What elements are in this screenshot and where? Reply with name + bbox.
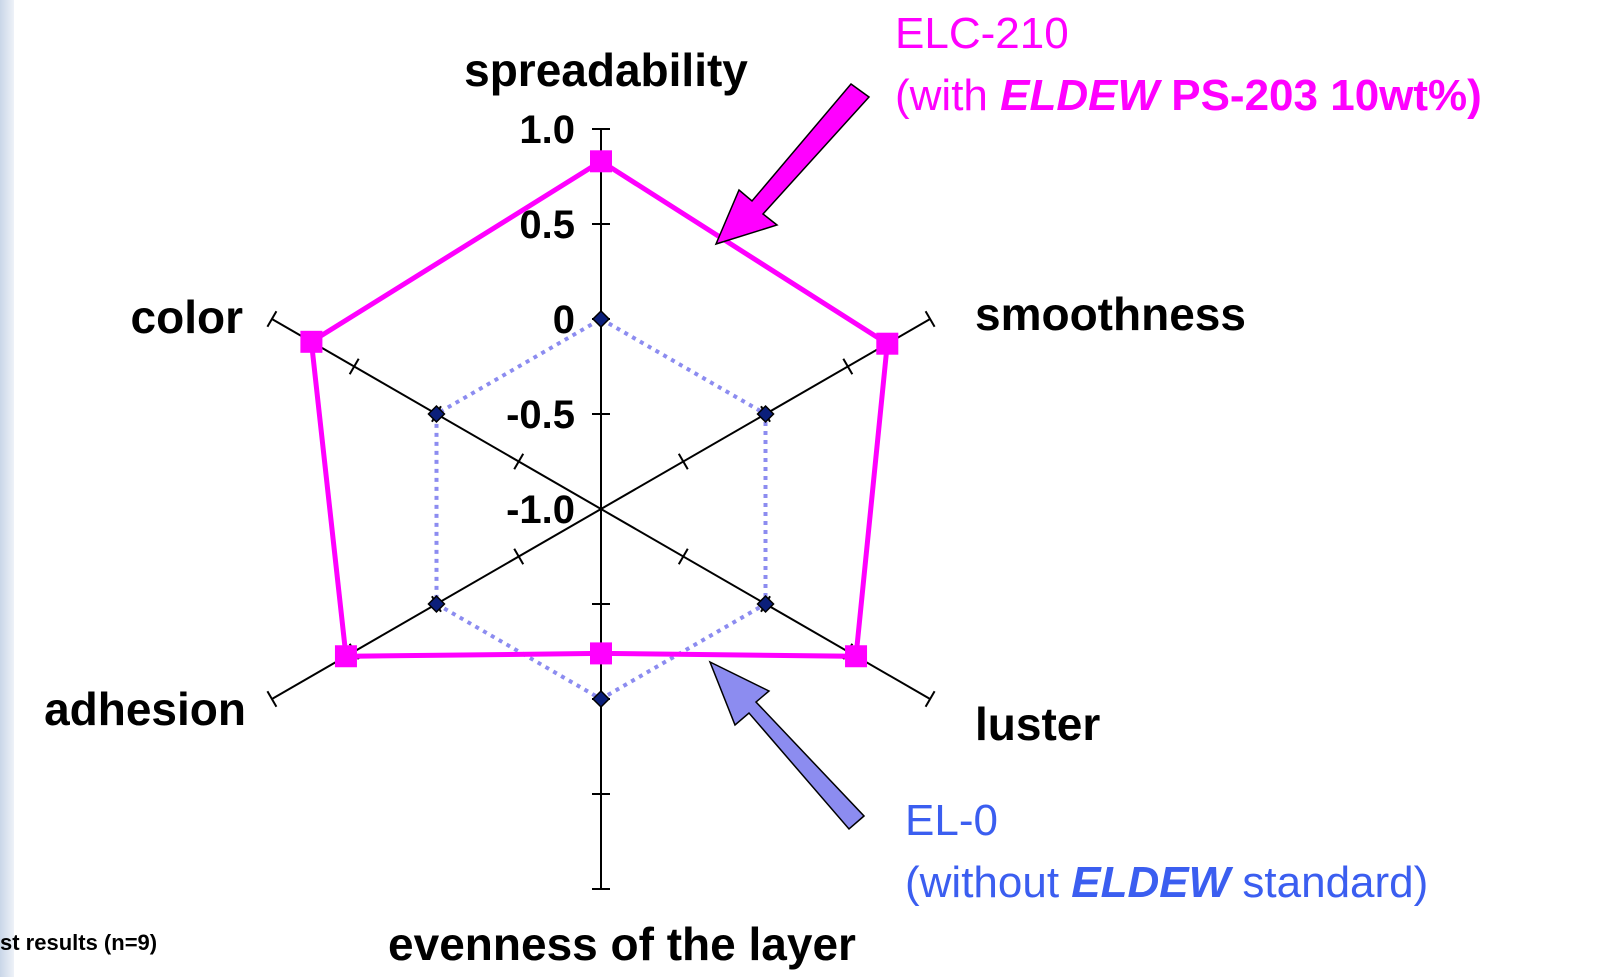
axes-layer [271, 129, 931, 889]
el-0-description: (without ELDEW standard) [905, 858, 1428, 907]
left-edge-strip [0, 0, 14, 977]
marker-elc-210-color [300, 330, 323, 353]
axis-tick [513, 548, 525, 565]
axis-label-smoothness: smoothness [975, 288, 1246, 340]
marker-el-0-adhesion [427, 594, 446, 614]
marker-el-0-color [427, 404, 446, 424]
axis-label-luster: luster [975, 698, 1100, 750]
tick-label: 0 [553, 298, 575, 342]
marker-el-0-smoothness [756, 404, 775, 424]
series-line-elc-210 [308, 158, 890, 659]
marker-el-0-spreadability [591, 309, 611, 329]
marker-elc-210-luster [845, 645, 868, 668]
axis-label-adhesion: adhesion [44, 683, 246, 735]
elc-210-label: ELC-210 [895, 9, 1069, 58]
axis-tick [677, 453, 689, 470]
axis-tick [348, 358, 360, 375]
elc-210-arrow [714, 82, 871, 246]
marker-el-0-evenness-of-the-layer [591, 689, 611, 709]
axis-tick [677, 548, 689, 565]
axis-tick [924, 690, 936, 708]
elc-210-description: (with ELDEW PS-203 10wt%) [895, 71, 1482, 120]
axis-tick [266, 310, 278, 328]
marker-elc-210-adhesion [334, 645, 357, 668]
tick-label: -0.5 [506, 393, 575, 437]
series-elc-210 [300, 150, 899, 668]
eldew-brand: ELDEW [1000, 71, 1162, 120]
axis-tick [924, 310, 936, 328]
axis-label-evenness-of-the-layer: evenness of the layer [388, 918, 856, 970]
el-0-arrow [708, 660, 866, 831]
axis-label-spreadability: spreadability [464, 44, 748, 96]
tick-label: 0.5 [519, 203, 575, 247]
axis-label-color: color [131, 291, 244, 343]
tick-label: 1.0 [519, 108, 575, 152]
tick-labels: 1.0 0.5 0 -0.5 -1.0 [506, 108, 575, 532]
tick-label: -1.0 [506, 488, 575, 532]
marker-elc-210-spreadability [590, 150, 612, 173]
axis-tick [266, 690, 278, 708]
footnote: st results (n=9) [0, 930, 157, 955]
axis-tick [513, 453, 525, 470]
el-0-label: EL-0 [905, 796, 998, 845]
series-el-0 [427, 309, 775, 709]
marker-el-0-luster [756, 594, 775, 614]
eldew-brand: ELDEW [1071, 858, 1233, 907]
axis-tick [842, 358, 854, 375]
marker-elc-210-smoothness [876, 332, 899, 355]
marker-elc-210-evenness-of-the-layer [590, 642, 612, 665]
axis-labels: spreadability smoothness luster evenness of… [44, 44, 1246, 970]
